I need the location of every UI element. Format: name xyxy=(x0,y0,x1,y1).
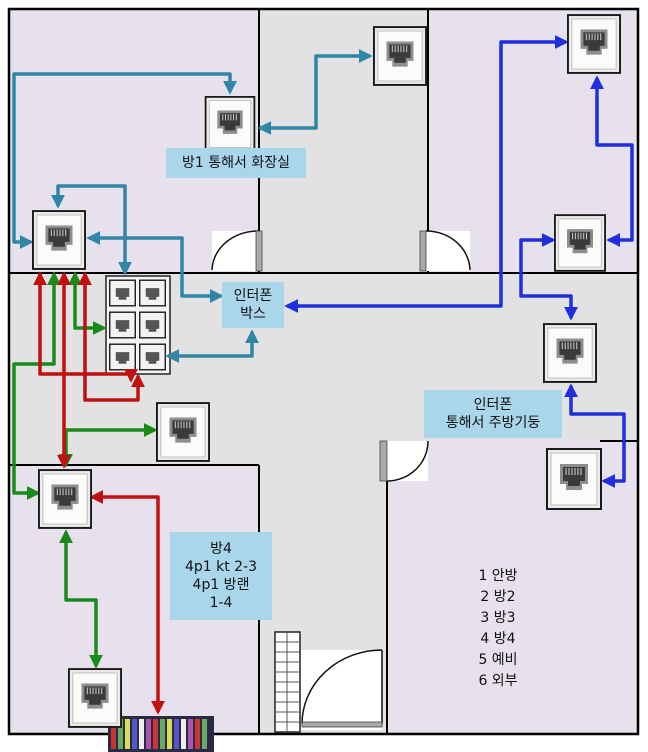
label-room4-line3: 4p1 방랜 xyxy=(192,577,250,593)
legend-item: 2 방2 xyxy=(480,589,516,605)
legend-item: 1 안방 xyxy=(478,568,518,584)
legend-item: 3 방3 xyxy=(480,610,516,626)
red-connections xyxy=(33,271,165,715)
rj45-wall-jack-icon xyxy=(546,448,602,510)
label-intercom-box: 인터폰 박스 xyxy=(222,282,284,328)
label-kitchen-line2: 통해서 주방기둥 xyxy=(445,415,541,431)
label-room4-line1: 방4 xyxy=(210,541,232,557)
label-room4: 방4 4p1 kt 2-3 4p1 방랜 1-4 xyxy=(170,532,272,620)
rj45-wall-jack-icon xyxy=(32,209,86,271)
stair-icon xyxy=(274,631,301,733)
rj45-wall-jack-icon xyxy=(543,322,597,384)
rj45-wall-jack-icon xyxy=(156,401,210,463)
rj45-wall-jack-icon xyxy=(567,13,621,75)
rj45-wall-jack-icon xyxy=(554,213,606,273)
blue-connections xyxy=(284,35,634,488)
legend-item: 4 방4 xyxy=(480,631,516,647)
legend-item: 5 예비 xyxy=(478,652,518,668)
label-room4-line4: 1-4 xyxy=(209,595,233,611)
door-swing-icon xyxy=(419,230,471,272)
door-swing-icon xyxy=(300,649,383,730)
rj45-wall-jack-icon xyxy=(68,667,122,729)
door-swing-icon xyxy=(211,230,263,272)
intercom-box xyxy=(105,275,171,375)
legend-item: 6 외부 xyxy=(478,673,518,689)
hall-lower-left xyxy=(9,441,259,465)
patch-panel-icon xyxy=(108,716,214,752)
door-swing-icon xyxy=(379,440,429,482)
rj45-wall-jack-icon xyxy=(204,96,256,152)
label-intercom-line2: 박스 xyxy=(240,306,266,322)
label-kitchen-line1: 인터폰 xyxy=(473,397,513,413)
port-legend: 1 안방 2 방2 3 방3 4 방4 5 예비 6 외부 xyxy=(452,566,544,692)
rj45-wall-jack-icon xyxy=(373,25,427,87)
label-room4-line2: 4p1 kt 2-3 xyxy=(184,559,258,575)
label-bathroom-route: 방1 통해서 화장실 xyxy=(166,148,306,178)
label-bathroom-text: 방1 통해서 화장실 xyxy=(182,155,290,171)
label-intercom-line1: 인터폰 xyxy=(233,288,273,304)
rj45-wall-jack-icon xyxy=(38,468,92,530)
label-kitchen-route: 인터폰 통해서 주방기둥 xyxy=(424,390,562,438)
